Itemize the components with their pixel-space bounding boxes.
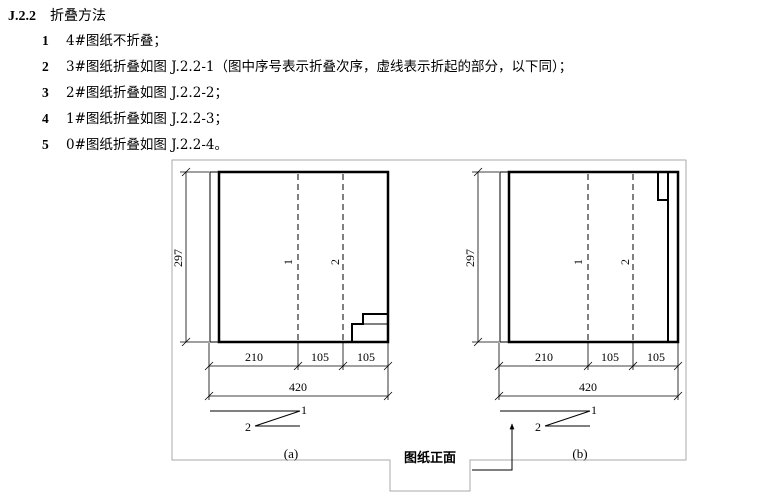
segment-label: 105: [311, 350, 329, 364]
title-block: [351, 313, 388, 342]
caption-a: (a): [284, 446, 298, 461]
fold-order-label: 2: [328, 259, 342, 265]
segment-label: 105: [647, 350, 665, 364]
sheet-outline: [507, 170, 680, 344]
fold-order-1: 1: [591, 403, 597, 417]
item-text: 1#图纸折叠如图 J.2.2-3；: [66, 111, 228, 127]
fold-order-label: 2: [618, 259, 632, 265]
segment-label: 210: [245, 350, 263, 364]
width-dimensions: [204, 343, 393, 401]
item-number: 2: [42, 59, 49, 74]
item-text: 2#图纸折叠如图 J.2.2-2；: [66, 85, 228, 101]
fold-order-label: 1: [571, 259, 585, 265]
diagram-b: 1 2 297 210 105 105: [463, 167, 683, 461]
height-dim-label: 297: [171, 249, 185, 267]
binding-margin: [209, 171, 220, 343]
height-dimension: [180, 167, 209, 347]
item-text: 4#图纸不折叠；: [66, 33, 167, 49]
title-block: [657, 172, 669, 201]
item-number: 1: [42, 33, 49, 48]
sheet-outline: [217, 170, 390, 344]
item-number: 4: [42, 111, 49, 126]
item-number: 3: [42, 85, 49, 100]
section-title: 折叠方法: [50, 8, 106, 24]
figure-frame: [171, 159, 687, 492]
list-item: 4 1#图纸折叠如图 J.2.2-3；: [42, 106, 572, 132]
list-item: 2 3#图纸折叠如图 J.2.2-1（图中序号表示折叠次序，虚线表示折起的部分，以…: [42, 54, 572, 80]
binding-margin: [499, 171, 510, 343]
height-dim-label: 297: [463, 249, 477, 267]
fold-order-2: 2: [535, 420, 541, 434]
fold-order-symbol: [500, 410, 591, 427]
item-text: 3#图纸折叠如图 J.2.2-1（图中序号表示折叠次序，虚线表示折起的部分，以下…: [66, 59, 573, 75]
fold-order-1: 1: [301, 403, 307, 417]
fold-order-label: 1: [281, 259, 295, 265]
total-width-label: 420: [289, 380, 307, 394]
item-number: 5: [42, 137, 49, 152]
total-width-label: 420: [579, 380, 597, 394]
fold-order-2: 2: [245, 420, 251, 434]
section-number: J.2.2: [8, 9, 36, 24]
segment-label: 105: [601, 350, 619, 364]
front-side-label: 图纸正面: [404, 450, 456, 466]
width-dimensions: [494, 343, 683, 401]
arrow-icon: [472, 423, 515, 471]
fold-method-list: 1 4#图纸不折叠； 2 3#图纸折叠如图 J.2.2-1（图中序号表示折叠次序，虚…: [42, 28, 572, 158]
diagram-a: 1 2 297 210 105 105: [171, 167, 393, 461]
segment-label: 105: [357, 350, 375, 364]
fold-order-symbol: [210, 410, 301, 427]
item-text: 0#图纸折叠如图 J.2.2-4。: [66, 137, 228, 153]
caption-b: (b): [572, 446, 587, 461]
list-item: 5 0#图纸折叠如图 J.2.2-4。: [42, 132, 572, 158]
list-item: 1 4#图纸不折叠；: [42, 28, 572, 54]
list-item: 3 2#图纸折叠如图 J.2.2-2；: [42, 80, 572, 106]
segment-label: 210: [535, 350, 553, 364]
height-dimension: [472, 167, 499, 347]
section-heading: J.2.2 折叠方法: [8, 5, 106, 25]
